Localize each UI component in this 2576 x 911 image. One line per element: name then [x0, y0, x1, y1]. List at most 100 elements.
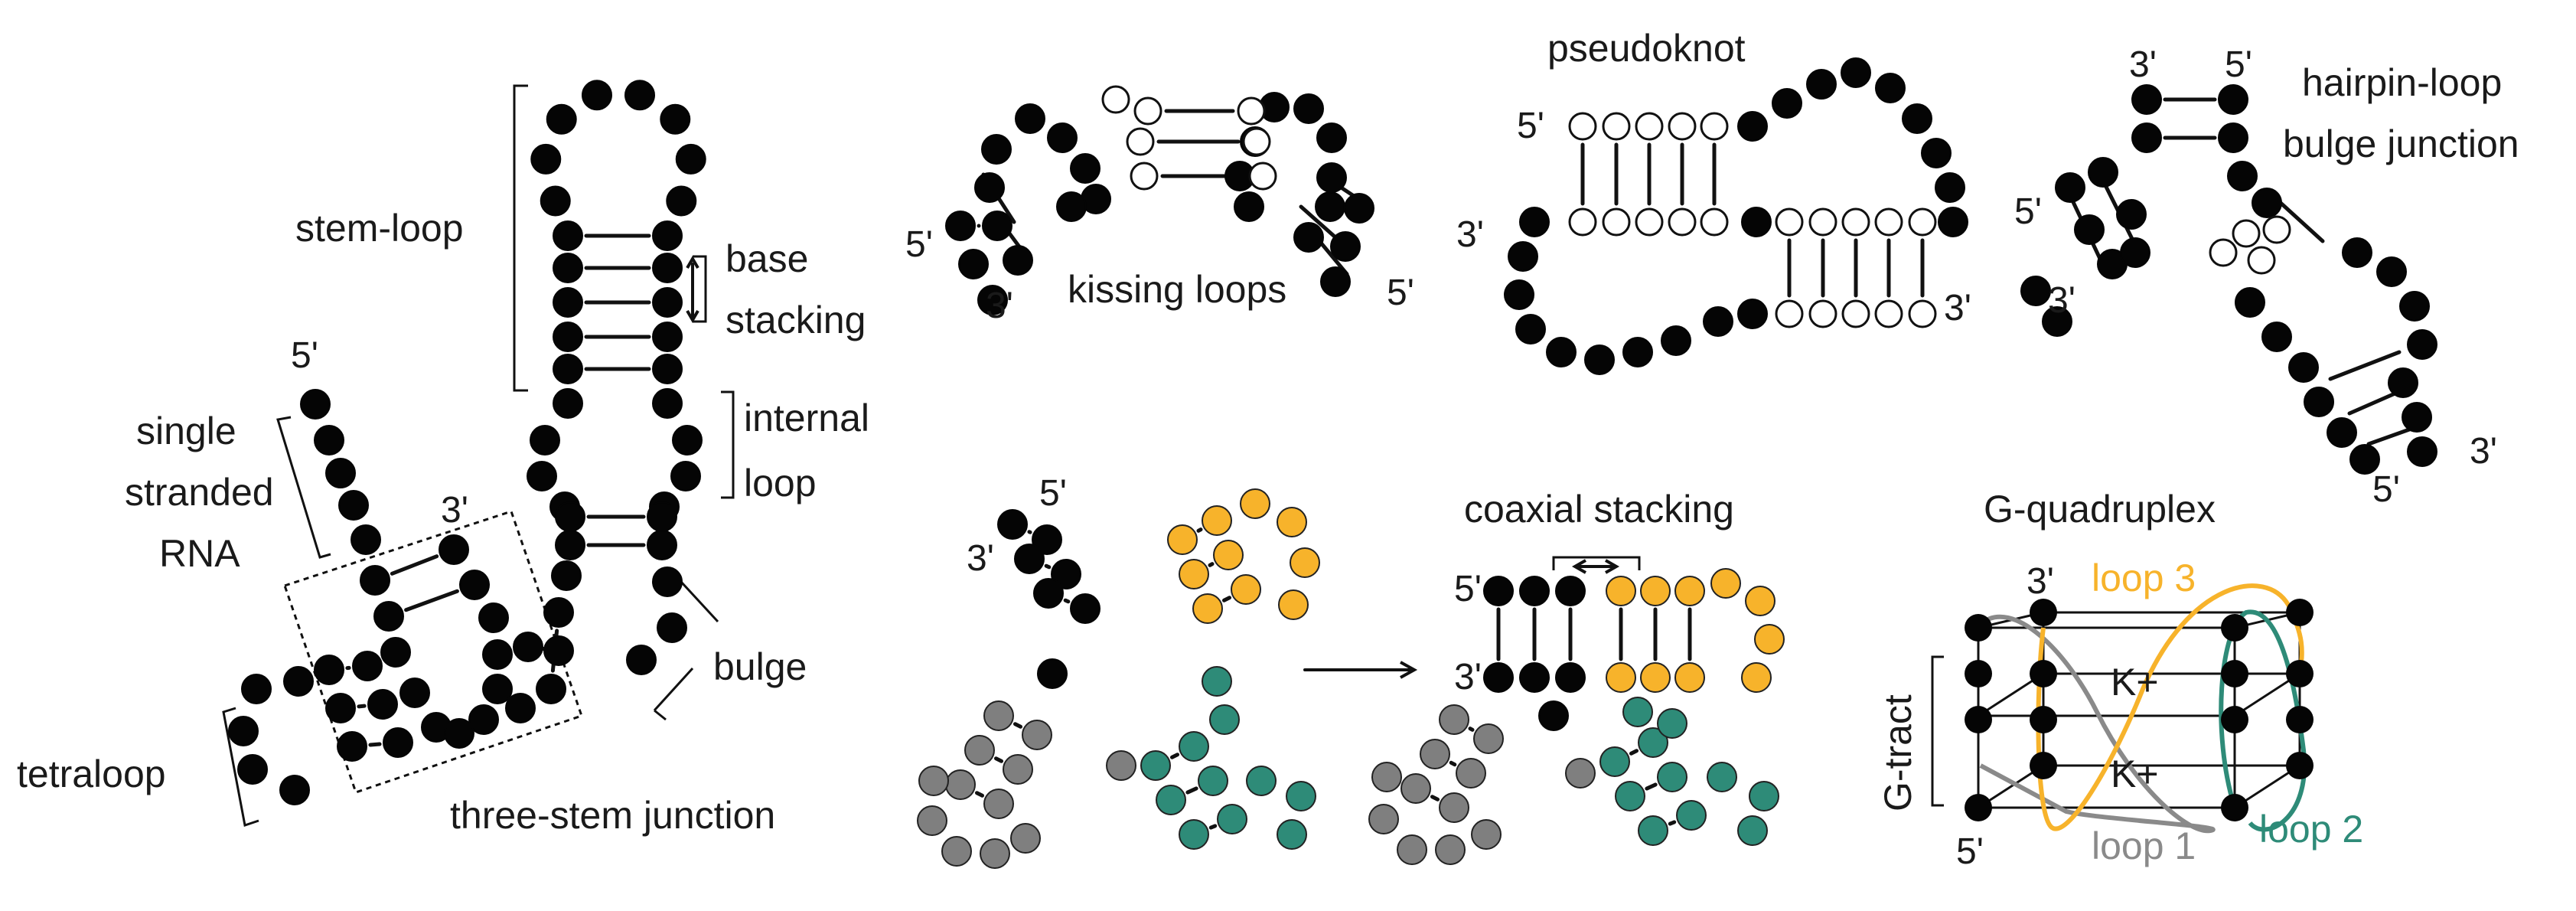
stem-nucleotide — [652, 354, 683, 384]
cx-after-gray-nucleotide — [1435, 834, 1466, 865]
pseudoknot-nucleotide — [1622, 337, 1653, 367]
junction-nucleotide — [373, 601, 404, 632]
guanine-nucleotide — [1965, 706, 1992, 733]
tetraloop-base-pair — [368, 742, 382, 747]
pseudoknot-nucleotide — [1584, 344, 1615, 375]
cx-base-pair — [974, 791, 985, 798]
cx-after-nucleotide — [1555, 576, 1586, 606]
guanine-nucleotide — [2030, 599, 2057, 626]
guanine-nucleotide — [1965, 614, 1992, 642]
stem-nucleotide — [652, 322, 683, 352]
pseudoknot-nucleotide — [1661, 325, 1691, 356]
cx-gray-nucleotide — [945, 769, 976, 800]
stem-loop-nucleotide — [624, 80, 656, 111]
tetraloop-stem-nucleotide — [325, 693, 356, 723]
single-stranded-bracket — [276, 416, 331, 559]
kissing-loop-nucleotide — [1315, 191, 1345, 222]
kissing-loop-nucleotide — [982, 211, 1012, 241]
cx-nucleotide — [1070, 593, 1101, 624]
hb-nucleotide — [2388, 367, 2418, 398]
cx-teal-nucleotide — [1156, 785, 1186, 815]
hb-5prime-bottom: 5' — [2372, 469, 2400, 510]
cx-orange-nucleotide — [1192, 593, 1223, 624]
cx-after-base-pair — [1645, 782, 1658, 791]
internal-loop-label: loop — [744, 462, 817, 504]
junction-nucleotide — [536, 674, 566, 704]
tetraloop-nucleotide — [279, 775, 310, 805]
cx-after-gray-nucleotide — [1473, 723, 1504, 754]
kissing-loop-nucleotide — [1047, 122, 1078, 153]
pseudoknot-open-nucleotide — [1668, 207, 1697, 237]
hb-nucleotide — [2288, 352, 2319, 383]
pseudoknot-nucleotide — [1938, 207, 1968, 237]
cx-teal-nucleotide — [1179, 731, 1209, 762]
kissing-loop-nucleotide — [1070, 153, 1101, 184]
pseudoknot-nucleotide — [1546, 337, 1577, 367]
stem-loop-nucleotide — [675, 143, 706, 175]
pseudoknot-open-nucleotide — [1568, 207, 1597, 237]
p1-5prime-label: 5' — [291, 335, 318, 376]
cx-orange-nucleotide — [1179, 559, 1209, 589]
stem-nucleotide — [652, 253, 683, 283]
cx-after-orange-nucleotide — [1640, 576, 1671, 606]
pseudoknot-open-nucleotide — [1635, 112, 1664, 141]
hb-open-nucleotide — [2209, 238, 2238, 267]
kissing-loop-nucleotide — [1316, 162, 1347, 193]
kissing-loop-nucleotide — [981, 134, 1012, 165]
internal-loop-nucleotide — [670, 461, 701, 491]
pseudoknot-label: pseudoknot — [1547, 27, 1746, 70]
cx-after-orange-nucleotide — [1754, 624, 1785, 655]
cx-after-gray-nucleotide — [1371, 762, 1402, 792]
tetraloop-nucleotide — [228, 716, 259, 746]
cx-after-teal-nucleotide — [1638, 727, 1668, 758]
cx-after-nucleotide — [1519, 576, 1550, 606]
cx-left-5prime: 5' — [1039, 473, 1067, 514]
junction-nucleotide — [399, 678, 430, 708]
cx-after-teal-nucleotide — [1622, 697, 1653, 727]
tetraloop-stem-nucleotide — [314, 655, 344, 685]
pseudoknot-nucleotide — [1806, 69, 1837, 100]
stem-nucleotide — [553, 253, 583, 283]
kissing-loop-nucleotide — [1344, 193, 1374, 224]
junction-nucleotide — [478, 602, 509, 633]
single-stranded-nucleotide — [325, 458, 356, 488]
kissing-loop-nucleotide — [1015, 103, 1045, 134]
cx-after-teal-nucleotide — [1657, 762, 1687, 792]
hb-open-nucleotide — [2232, 219, 2261, 248]
cx-after-nucleotide — [1538, 700, 1569, 731]
loop1-path — [1979, 614, 2216, 834]
tetraloop-nucleotide — [237, 754, 268, 785]
stem-loop-nucleotide — [540, 185, 571, 217]
guanine-nucleotide — [2286, 706, 2314, 733]
cx-after-teal-nucleotide — [1749, 781, 1779, 811]
internal-loop-nucleotide — [672, 425, 703, 455]
cx-after-orange-nucleotide — [1745, 586, 1775, 616]
tetraloop-stem-nucleotide — [383, 727, 413, 758]
cx-nucleotide — [1033, 578, 1064, 609]
pseudoknot-open-nucleotide — [1700, 207, 1729, 237]
pseudoknot-open-nucleotide — [1841, 207, 1870, 237]
cx-after-gray-nucleotide — [1397, 834, 1427, 865]
internal-loop-nucleotide — [553, 388, 583, 419]
cx-base-pair — [1208, 562, 1215, 567]
internal-loop-nucleotide — [527, 461, 557, 491]
cx-base-pair — [1169, 753, 1180, 759]
kissing-loop-open-nucleotide — [1242, 127, 1271, 156]
pseudoknot-nucleotide — [1737, 299, 1768, 329]
cx-nucleotide — [1037, 658, 1068, 689]
kissing-loop-open-nucleotide — [1237, 96, 1266, 126]
internal-loop-nucleotide — [652, 388, 683, 419]
hb-nucleotide — [2304, 387, 2334, 417]
junction-nucleotide — [439, 534, 469, 565]
stem-nucleotide — [652, 220, 683, 251]
cx-orange-nucleotide — [1167, 524, 1198, 555]
pseudoknot-open-nucleotide — [1602, 112, 1631, 141]
hb-nucleotide — [2131, 122, 2162, 153]
stacking-label: stacking — [726, 299, 866, 341]
hb-open-nucleotide — [2262, 215, 2291, 244]
junction-nucleotide — [459, 570, 490, 600]
stranded-label: stranded — [125, 471, 274, 514]
cx-nucleotide — [1051, 559, 1081, 589]
cx-right-3prime: 3' — [1454, 657, 1482, 697]
